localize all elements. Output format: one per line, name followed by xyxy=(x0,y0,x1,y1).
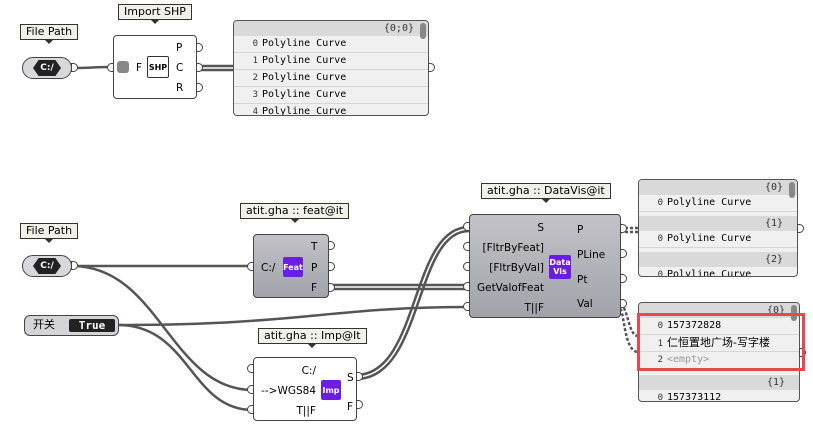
panel-top-scrollbar[interactable] xyxy=(420,23,426,39)
feat-port-p[interactable] xyxy=(328,262,335,271)
import-shp-output-p: P xyxy=(176,42,183,54)
wire-toggle-to-datavis xyxy=(117,305,470,327)
toggle-label: 开关 xyxy=(33,318,55,331)
feat-component[interactable]: C:/ Feat T P F xyxy=(253,234,329,298)
datavis-port-pt[interactable] xyxy=(620,274,627,283)
import-shp-input-port[interactable] xyxy=(107,63,114,72)
panel-geometry-output-port[interactable] xyxy=(797,224,804,233)
panel-path: {2} xyxy=(639,252,797,267)
import-shp-port-c[interactable] xyxy=(196,63,203,72)
wire-feat-to-datavis xyxy=(329,283,469,291)
toggle-value[interactable]: True xyxy=(69,319,115,332)
imp-port-f[interactable] xyxy=(356,400,363,409)
import-shp-input-f: F xyxy=(136,62,143,74)
datavis-input-port-toggle[interactable] xyxy=(463,302,470,311)
datavis-title: atit.gha :: DataVis@it xyxy=(481,183,611,203)
feat-output-p: P xyxy=(311,262,318,274)
import-shp-port-r[interactable] xyxy=(196,83,203,92)
datavis-input-port-getvaloffeat[interactable] xyxy=(463,282,470,291)
wire-datavis-to-val-panel xyxy=(618,303,639,354)
feat-input-port[interactable] xyxy=(247,262,254,271)
datavis-port-val[interactable] xyxy=(620,299,627,308)
imp-output-f: F xyxy=(347,401,354,413)
datavis-input-getvaloffeat: GetValofFeat xyxy=(476,282,544,294)
file-path-param-top[interactable]: C:/ xyxy=(22,57,72,79)
import-shp-output-r: R xyxy=(176,82,184,94)
datavis-component[interactable]: S [FltrByFeat] [FltrByVal] GetValofFeat … xyxy=(469,214,621,318)
panel-top-output-port[interactable] xyxy=(428,63,435,72)
feat-port-f[interactable] xyxy=(328,283,335,292)
file-path-output-port[interactable] xyxy=(71,261,78,270)
datavis-output-pt: Pt xyxy=(577,274,588,286)
datavis-input-fltrbyfeat: [FltrByFeat] xyxy=(482,242,544,254)
datavis-port-p[interactable] xyxy=(620,224,627,233)
imp-input-port-path[interactable] xyxy=(247,364,254,373)
param-type-icon xyxy=(117,61,129,73)
datavis-input-s: S xyxy=(537,222,544,234)
imp-input-port-toggle[interactable] xyxy=(247,405,254,414)
feat-output-f: F xyxy=(311,282,318,294)
file-path-param-bottom[interactable]: C:/ xyxy=(22,255,72,277)
imp-input-wgs84: -->WGS84 xyxy=(261,385,316,397)
datavis-input-toggle: T||F xyxy=(524,302,544,314)
wire-toggle-to-imp xyxy=(117,323,254,412)
file-path-icon: C:/ xyxy=(33,258,61,274)
panel-top-path: {0;0} xyxy=(234,21,428,36)
imp-input-path: C:/ xyxy=(301,365,316,377)
datavis-input-port-fltrbyfeat[interactable] xyxy=(463,242,470,251)
imp-icon: Imp xyxy=(321,380,341,400)
panel-path: {1} xyxy=(639,216,797,231)
datavis-output-val: Val xyxy=(577,298,593,310)
feat-title: atit.gha :: feat@it xyxy=(240,203,350,223)
wire-imp-to-datavis xyxy=(355,225,470,381)
file-path-tag-bottom: File Path xyxy=(20,223,79,243)
import-shp-port-p[interactable] xyxy=(196,43,203,52)
panel-geometry-scrollbar[interactable] xyxy=(789,182,795,198)
datavis-input-port-s[interactable] xyxy=(463,222,470,231)
imp-component[interactable]: C:/ -->WGS84 T||F Imp S F xyxy=(253,357,357,421)
feat-port-t[interactable] xyxy=(328,241,335,250)
panel-path: {0} xyxy=(639,180,797,195)
imp-port-s[interactable] xyxy=(356,372,363,381)
file-path-output-port[interactable] xyxy=(71,63,78,72)
imp-input-toggle: T||F xyxy=(296,405,316,417)
shp-icon: SHP xyxy=(147,56,169,78)
imp-title: atit.gha :: Imp@It xyxy=(258,328,367,348)
import-shp-title: Import SHP xyxy=(118,4,192,24)
boolean-toggle[interactable]: 开关 True xyxy=(24,315,119,336)
panel-path: {1} xyxy=(639,375,799,390)
import-shp-component[interactable]: F SHP P C R xyxy=(113,35,197,99)
datavis-port-pline[interactable] xyxy=(620,249,627,258)
datavis-output-p: P xyxy=(577,224,584,236)
wire-filepath-to-imp xyxy=(71,264,254,392)
datavis-input-fltrbyval: [FltrByVal] xyxy=(489,262,544,274)
imp-output-s: S xyxy=(347,372,354,384)
feat-input-path: C:/ xyxy=(261,262,276,274)
file-path-icon: C:/ xyxy=(33,60,61,76)
import-shp-output-c: C xyxy=(176,62,184,74)
imp-input-port-wgs84[interactable] xyxy=(247,385,254,394)
datavis-input-port-fltrbyval[interactable] xyxy=(463,262,470,271)
datavis-output-pline: PLine xyxy=(577,249,606,261)
highlight-box xyxy=(637,313,805,371)
feat-output-t: T xyxy=(311,241,318,253)
feat-icon: Feat xyxy=(283,257,303,277)
file-path-tag-top: File Path xyxy=(20,24,79,44)
